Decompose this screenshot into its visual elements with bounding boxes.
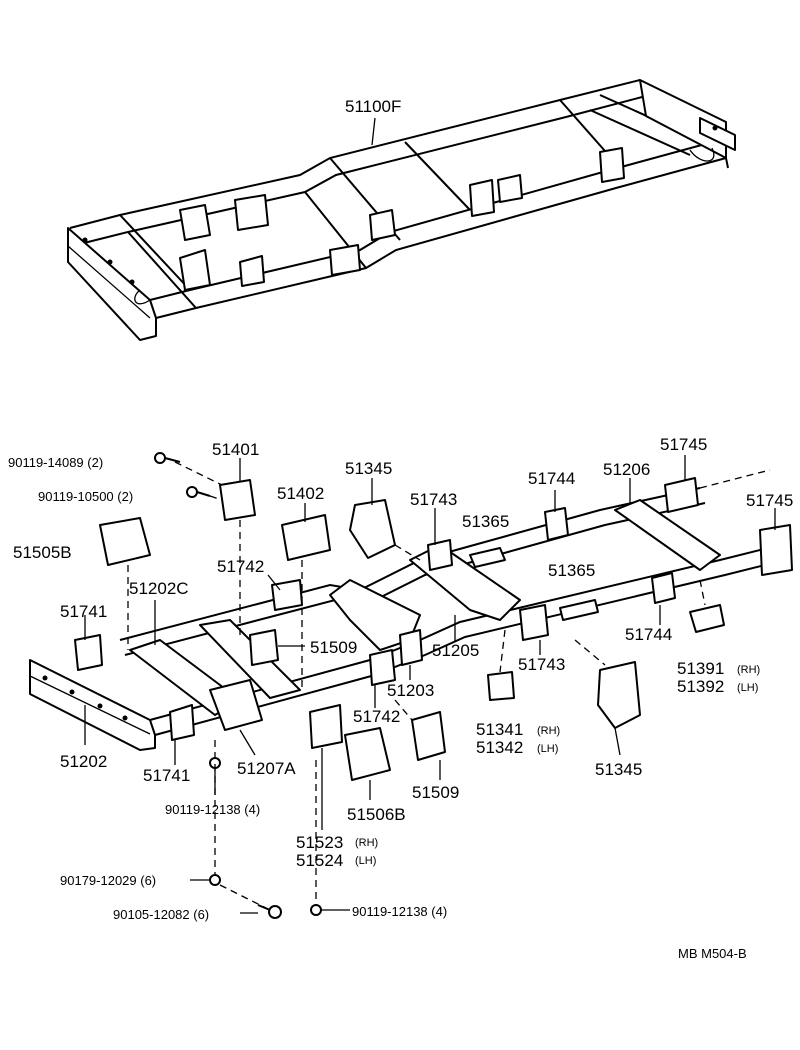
label-51341-side: (RH) [537,725,560,737]
label-51744-b: 51744 [625,625,672,644]
label-90179-12029: 90179-12029 (6) [60,873,156,888]
label-51509-b: 51509 [412,783,459,802]
label-51391: 51391 [677,659,724,678]
label-51203: 51203 [387,681,434,700]
label-51391-side: (RH) [737,664,760,676]
label-51202: 51202 [60,752,107,771]
part-labels: 90119-14089 (2) 90119-10500 (2) 51401 51… [8,435,793,961]
label-51744-top: 51744 [528,469,575,488]
label-51524-side: (LH) [355,855,376,867]
label-51345-top: 51345 [345,459,392,478]
label-51202C: 51202C [129,579,189,598]
label-51392-side: (LH) [737,682,758,694]
label-51392: 51392 [677,677,724,696]
label-51342: 51342 [476,738,523,757]
label-51342-side: (LH) [537,743,558,755]
label-51741-b: 51741 [143,766,190,785]
label-51401: 51401 [212,440,259,459]
label-51743-b: 51743 [518,655,565,674]
frame-assembly-label: 51100F [345,97,401,116]
exploded-frame [29,452,793,919]
label-51742-b: 51742 [353,707,400,726]
label-51207A: 51207A [237,759,296,778]
label-51523-side: (RH) [355,837,378,849]
label-51509-a: 51509 [310,638,357,657]
label-90119-10500: 90119-10500 (2) [38,489,133,504]
assembled-frame: 51100F [67,79,736,341]
label-51523: 51523 [296,833,343,852]
label-51205: 51205 [432,641,479,660]
footer-reference: MB M504-B [678,946,747,961]
label-51206: 51206 [603,460,650,479]
label-51365-a: 51365 [462,512,509,531]
label-51402: 51402 [277,484,324,503]
label-90119-14089: 90119-14089 (2) [8,455,103,470]
label-51741-top: 51741 [60,602,107,621]
label-51745-a: 51745 [660,435,707,454]
label-51505B: 51505B [13,543,72,562]
label-51742-top: 51742 [217,557,264,576]
label-90119-12138-b: 90119-12138 (4) [352,904,447,919]
label-51365-b: 51365 [548,561,595,580]
label-51743-top: 51743 [410,490,457,509]
label-51506B: 51506B [347,805,406,824]
label-90105-12082: 90105-12082 (6) [113,907,209,922]
label-51524: 51524 [296,851,343,870]
label-51341: 51341 [476,720,523,739]
label-90119-12138-a: 90119-12138 (4) [165,802,260,817]
label-51345-b: 51345 [595,760,642,779]
label-51745-b: 51745 [746,491,793,510]
